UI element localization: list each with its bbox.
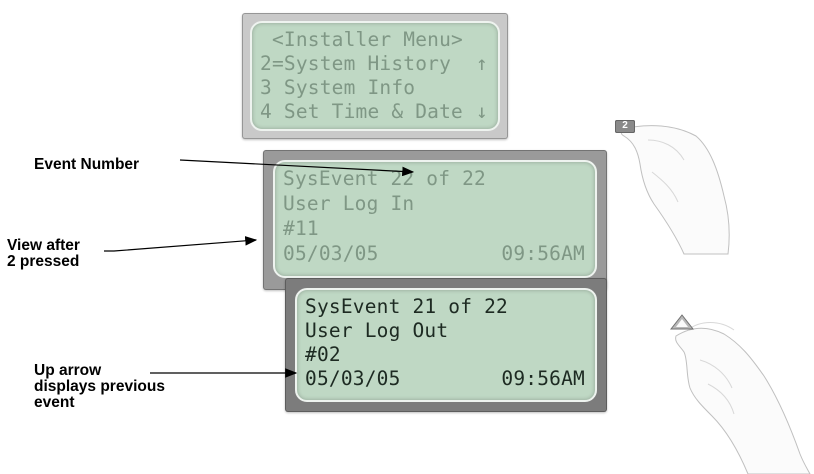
lcd-panel-installer-menu: <Installer Menu> 2=System History↑ 3 Sys… xyxy=(242,13,508,139)
hand-pressing-2-key xyxy=(620,125,730,255)
lcd-line-2: User Log Out xyxy=(305,319,449,342)
lcd-line-1: <Installer Menu> xyxy=(260,28,463,51)
view-after-label: View after 2 pressed xyxy=(7,237,80,270)
up-arrow-label: Up arrow displays previous event xyxy=(34,362,165,411)
hand-pressing-up-key xyxy=(675,322,811,474)
lcd-panel-previous-event: SysEvent 21 of 22 User Log Out #02 05/03… xyxy=(285,278,607,412)
lcd-line-1: SysEvent 22 of 22 xyxy=(283,167,486,190)
event-number-label: Event Number xyxy=(34,156,140,173)
lcd-line-2: 2=System History↑ xyxy=(260,52,488,75)
lcd-screen-installer-menu: <Installer Menu> 2=System History↑ 3 Sys… xyxy=(250,21,500,131)
lcd-line-3: #02 xyxy=(305,343,341,366)
lcd-line-3: 3 System Info xyxy=(260,76,416,99)
up-arrow-key-icon[interactable] xyxy=(670,314,694,330)
lcd-line-2: User Log In xyxy=(283,192,415,215)
lcd-line-4: 4 Set Time & Date↓ xyxy=(260,100,488,123)
key-2-icon[interactable]: 2 xyxy=(615,120,635,133)
lcd-panel-after-2-pressed: SysEvent 22 of 22 User Log In #11 05/03/… xyxy=(263,150,607,290)
lcd-line-1: SysEvent 21 of 22 xyxy=(305,295,508,318)
up-arrow-icon: ↑ xyxy=(476,52,488,75)
lcd-screen-previous-event: SysEvent 21 of 22 User Log Out #02 05/03… xyxy=(295,288,597,402)
lcd-line-3: #11 xyxy=(283,217,319,240)
down-arrow-icon: ↓ xyxy=(476,100,488,123)
view-after-arrow xyxy=(104,236,258,252)
lcd-screen-after-2-pressed: SysEvent 22 of 22 User Log In #11 05/03/… xyxy=(273,160,597,278)
